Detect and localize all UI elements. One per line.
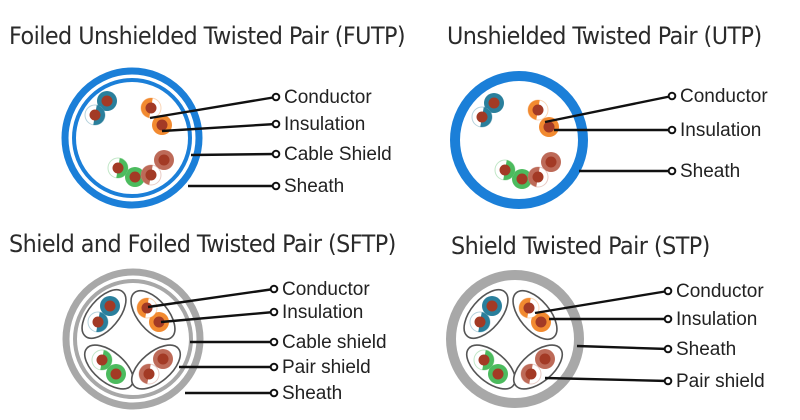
label-insulation: Insulation	[676, 309, 757, 330]
label-insulation: Insulation	[680, 120, 761, 141]
twisted-pair-brown	[130, 344, 182, 390]
leader-dot	[663, 376, 673, 386]
conductor	[545, 156, 557, 168]
label-sheath: Sheath	[680, 161, 740, 182]
conductor	[143, 368, 155, 380]
conductor	[145, 169, 157, 181]
conductor	[539, 353, 551, 365]
leader-dot	[269, 307, 279, 317]
conductor	[129, 171, 141, 183]
conductor	[158, 154, 170, 166]
leader-dot	[667, 91, 677, 101]
twisted-pair-green	[494, 159, 532, 189]
leader-dot	[271, 119, 281, 129]
twisted-pair-orange	[140, 97, 172, 135]
leader-dot	[271, 92, 281, 102]
leader-line	[161, 122, 277, 133]
conductor	[92, 316, 104, 328]
twisted-pair-blue	[463, 288, 509, 340]
leader-dot	[667, 166, 677, 176]
leader-line	[160, 310, 275, 324]
twisted-pair-brown	[140, 150, 174, 186]
conductor	[523, 302, 535, 314]
label-insulation: Insulation	[284, 114, 365, 135]
conductor	[532, 171, 544, 183]
conductor	[145, 102, 157, 114]
conductor	[535, 316, 547, 328]
leader-line	[544, 376, 669, 383]
leader-dot	[667, 125, 677, 135]
label-sheath: Sheath	[282, 383, 342, 404]
conductor	[153, 316, 165, 328]
conductor	[532, 104, 544, 116]
conductor	[474, 316, 486, 328]
twisted-pair-brown	[527, 152, 561, 188]
leader-dot	[269, 284, 279, 294]
label-cable-shield: Cable shield	[282, 332, 387, 353]
twisted-pair-green	[107, 157, 145, 187]
conductor	[499, 164, 511, 176]
label-pair-shield: Pair shield	[676, 371, 765, 392]
leader-dot	[269, 388, 279, 398]
leader-line	[576, 344, 669, 351]
leader-dot	[271, 181, 281, 191]
conductor	[157, 353, 169, 365]
title-futp: Foiled Unshielded Twisted Pair (FUTP)	[9, 22, 406, 50]
leader-line	[534, 289, 669, 315]
leader-line	[544, 94, 673, 124]
twisted-pair-blue	[84, 91, 117, 126]
label-insulation: Insulation	[282, 302, 363, 323]
conductor	[525, 368, 537, 380]
label-conductor: Conductor	[284, 87, 372, 108]
conductor	[156, 119, 168, 131]
twisted-pair-blue	[81, 288, 127, 340]
conductor	[89, 109, 101, 121]
twisted-pair-blue	[471, 93, 504, 128]
title-sftp: Shield and Foiled Twisted Pair (SFTP)	[9, 230, 396, 258]
label-conductor: Conductor	[680, 86, 768, 107]
conductor	[112, 162, 124, 174]
conductor	[110, 368, 122, 380]
twisted-pair-orange	[512, 289, 558, 341]
leader-dot	[663, 344, 673, 354]
leader-dot	[663, 314, 673, 324]
conductor	[516, 173, 528, 185]
label-sheath: Sheath	[284, 176, 344, 197]
conductor	[492, 368, 504, 380]
conductor	[96, 354, 108, 366]
conductor	[104, 300, 116, 312]
leader-line	[149, 95, 277, 120]
twisted-pair-orange	[130, 289, 176, 341]
conductor	[141, 302, 153, 314]
conductor	[543, 121, 555, 133]
title-stp: Shield Twisted Pair (STP)	[451, 232, 710, 260]
label-conductor: Conductor	[676, 281, 764, 302]
label-cable-shield: Cable Shield	[284, 144, 392, 165]
leader-line	[147, 287, 275, 309]
leader-line	[190, 152, 277, 157]
leader-dot	[269, 362, 279, 372]
twisted-pair-green	[465, 344, 517, 390]
conductor	[101, 95, 113, 107]
conductor	[488, 97, 500, 109]
title-utp: Unshielded Twisted Pair (UTP)	[447, 22, 762, 50]
conductor	[486, 300, 498, 312]
leader-dot	[663, 286, 673, 296]
label-pair-shield: Pair shield	[282, 357, 371, 378]
conductor	[478, 354, 490, 366]
twisted-pair-orange	[527, 99, 559, 137]
leader-dot	[269, 337, 279, 347]
twisted-pair-green	[83, 344, 135, 390]
label-sheath: Sheath	[676, 339, 736, 360]
label-conductor: Conductor	[282, 279, 370, 300]
leader-dot	[271, 149, 281, 159]
conductor	[476, 111, 488, 123]
